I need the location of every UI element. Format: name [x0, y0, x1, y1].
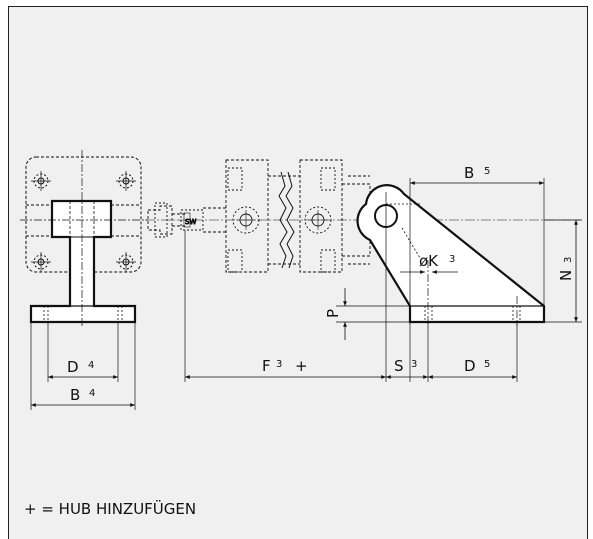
dim-s3-sub: 3 [411, 359, 417, 370]
dim-d4: D [67, 358, 79, 376]
dim-b5: B [464, 164, 474, 182]
dimension-labels: D 4 B 4 B 5 N 3 øK 3 P F 3 + S 3 D 5 [67, 164, 575, 404]
dim-n3: N [557, 270, 575, 281]
dim-d4-sub: 4 [88, 360, 94, 371]
left-flange-view [20, 150, 148, 410]
right-dimensions [185, 178, 582, 382]
valve-mark-label: SW [185, 218, 196, 226]
dim-f3-sub: 3 [276, 359, 282, 370]
dim-b5-sub: 5 [484, 166, 490, 177]
dim-d5-sub: 5 [484, 359, 490, 370]
dim-b4: B [70, 386, 80, 404]
dim-ok3-sub: 3 [449, 254, 455, 265]
dim-f3: F [262, 357, 271, 375]
dim-s3: S [394, 357, 404, 375]
dim-n3-sub: 3 [563, 257, 574, 263]
footnote-text: + = HUB HINZUFÜGEN [24, 500, 197, 518]
dim-b4-sub: 4 [89, 388, 95, 399]
dim-p: P [324, 309, 342, 318]
dim-d5: D [464, 357, 476, 375]
pivot-bracket [356, 184, 546, 382]
dim-ok3: øK [419, 252, 439, 270]
cylinder-side-view: SW [145, 159, 580, 382]
dim-f3-plus: + [295, 357, 308, 375]
